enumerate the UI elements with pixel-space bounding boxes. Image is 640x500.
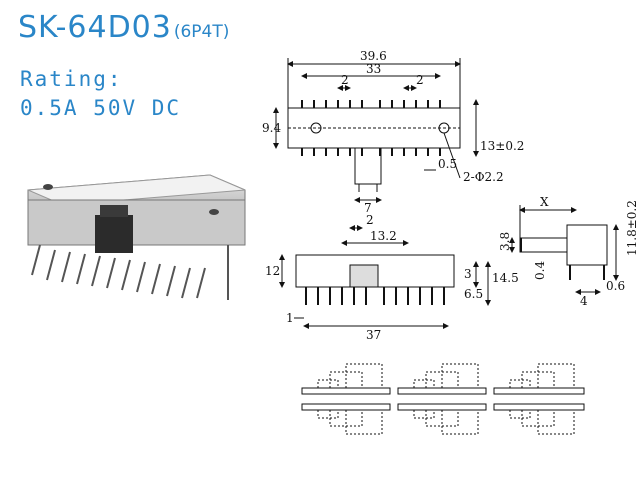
dim-total-width: 37 xyxy=(366,328,381,342)
top-view-drawing xyxy=(273,58,479,203)
dim-x: X xyxy=(540,195,549,209)
dim-pitch-left: 2 xyxy=(341,73,349,87)
dim-slider-width: 7 xyxy=(364,201,372,215)
circuit-schematic-1 xyxy=(301,363,391,435)
side-view-labels: X 3.8 11.8±0.2 0.4 4 0.6 xyxy=(498,195,639,308)
dim-side-a: 3 xyxy=(464,267,472,281)
dim-pin-span: 33 xyxy=(366,62,381,76)
dim-side-height: 11.8±0.2 xyxy=(625,200,639,256)
rating-value: 0.5A 50V DC xyxy=(20,96,182,120)
rating-label: Rating: xyxy=(20,67,123,91)
dim-actuator-span: 13.2 xyxy=(370,229,397,243)
side-view-drawing xyxy=(509,205,619,295)
circuit-schematic-3 xyxy=(493,363,585,435)
product-title: SK-64D03(6P4T) xyxy=(18,10,229,45)
dim-overall-width: 39.6 xyxy=(360,49,387,63)
circuit-schematic-2 xyxy=(397,363,487,435)
dim-right-height: 13±0.2 xyxy=(480,139,524,153)
front-view-drawing xyxy=(279,225,491,329)
dim-pin-thick: 0.4 xyxy=(533,261,547,280)
front-view-labels: 2 13.2 12 3 6.5 14.5 1 37 xyxy=(265,213,519,342)
dim-tab: 0.6 xyxy=(606,279,625,293)
dim-holes: 2-Φ2.2 xyxy=(463,170,504,184)
dim-actuator-travel: 2 xyxy=(366,213,374,227)
top-view-labels: 39.6 33 2 2 9.4 13±0.2 0.5 2-Φ2.2 7 xyxy=(262,49,524,215)
dim-side-c: 14.5 xyxy=(492,271,519,285)
dim-body-height: 12 xyxy=(265,264,280,278)
dim-pitch-right: 2 xyxy=(416,73,424,87)
model-number: SK-64D03 xyxy=(18,10,172,45)
switch-photo xyxy=(27,174,246,300)
dim-pin-dia: 0.5 xyxy=(438,157,457,171)
dim-stem-dia: 3.8 xyxy=(498,232,512,251)
dim-height: 9.4 xyxy=(262,121,281,135)
dim-base-width: 4 xyxy=(580,294,588,308)
dim-side-b: 6.5 xyxy=(464,287,483,301)
pole-throw-config: (6P4T) xyxy=(173,22,230,42)
dim-pin-offset: 1 xyxy=(286,311,294,325)
